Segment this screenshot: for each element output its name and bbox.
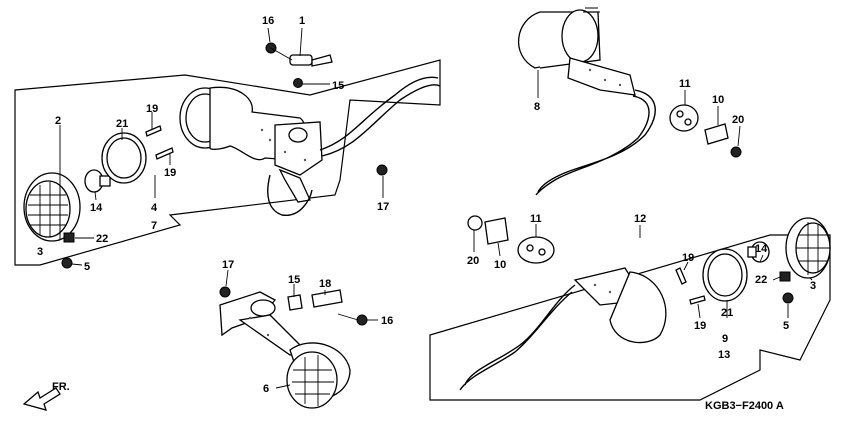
bottom-center-screw-16 bbox=[337, 313, 368, 326]
callout-5-right: 5 bbox=[783, 320, 789, 332]
bottom-center-lens bbox=[286, 342, 351, 409]
callout-20-bottom: 20 bbox=[467, 255, 479, 267]
callout-1: 1 bbox=[299, 15, 305, 27]
callout-18: 18 bbox=[319, 278, 331, 290]
callout-16-bottom: 16 bbox=[381, 315, 393, 327]
bottom-right-nut-20 bbox=[467, 215, 483, 231]
left-collar bbox=[293, 78, 303, 88]
callout-21-right: 21 bbox=[721, 307, 733, 319]
bottom-center-bracket bbox=[219, 291, 307, 356]
left-lens-gasket bbox=[101, 132, 147, 184]
callout-22-left: 22 bbox=[96, 233, 108, 245]
callout-13: 13 bbox=[718, 349, 730, 361]
bottom-right-screw-5 bbox=[782, 292, 794, 304]
callout-11-bottom: 11 bbox=[530, 213, 542, 225]
callout-6: 6 bbox=[263, 383, 269, 395]
callout-10-bottom: 10 bbox=[494, 259, 506, 271]
callout-22-right: 22 bbox=[755, 274, 767, 286]
callout-21-left: 21 bbox=[116, 118, 128, 130]
leader-lines bbox=[59, 27, 813, 389]
callout-7: 7 bbox=[151, 220, 157, 232]
bottom-right-nut-22 bbox=[779, 271, 791, 282]
left-assembly-frame bbox=[14, 59, 441, 266]
callout-12: 12 bbox=[634, 213, 646, 225]
callout-17-bottom: 17 bbox=[222, 259, 234, 271]
top-right-signal-body bbox=[518, 7, 636, 96]
left-lens bbox=[23, 172, 81, 242]
top-right-grommet-11 bbox=[669, 104, 699, 132]
callout-5-left: 5 bbox=[84, 261, 90, 273]
callout-16-top: 16 bbox=[262, 15, 274, 27]
callout-11-top: 11 bbox=[679, 78, 691, 90]
callout-4: 4 bbox=[151, 202, 158, 214]
front-direction-arrow: FR. bbox=[22, 381, 70, 411]
bottom-center-grommet-17 bbox=[219, 286, 231, 298]
callout-2: 2 bbox=[55, 115, 61, 127]
callout-19-left-a: 19 bbox=[146, 103, 158, 115]
bottom-center-collar-15 bbox=[287, 294, 303, 311]
left-screw-19a bbox=[145, 125, 162, 137]
bottom-right-screw-19b bbox=[689, 295, 706, 305]
callout-9: 9 bbox=[722, 333, 728, 345]
left-housing bbox=[179, 86, 323, 203]
left-screw-19b bbox=[155, 147, 174, 160]
bottom-right-screw-19a bbox=[675, 267, 687, 285]
callout-8: 8 bbox=[534, 101, 540, 113]
bottom-right-lens bbox=[785, 217, 831, 279]
front-direction-label: FR. bbox=[52, 381, 70, 393]
left-wires bbox=[267, 76, 441, 216]
bottom-right-signal-body bbox=[573, 267, 667, 344]
callout-10-top: 10 bbox=[712, 94, 724, 106]
bottom-right-collar-10 bbox=[484, 217, 509, 245]
left-grommet-17 bbox=[376, 164, 388, 176]
left-nut-22 bbox=[63, 232, 75, 243]
left-mount-screw bbox=[265, 42, 333, 67]
callout-15-top: 15 bbox=[332, 80, 344, 92]
callout-19-left-b: 19 bbox=[164, 167, 176, 179]
callout-19-right-b: 19 bbox=[694, 320, 706, 332]
diagram-code: KGB3−F2400 A bbox=[705, 400, 784, 412]
callout-20-top: 20 bbox=[732, 114, 744, 126]
callout-15-bottom: 15 bbox=[288, 274, 300, 286]
callout-19-right-a: 19 bbox=[682, 252, 694, 264]
callout-14-right: 14 bbox=[755, 243, 768, 255]
bottom-right-grommet-11 bbox=[517, 236, 555, 264]
callout-17-left: 17 bbox=[377, 201, 389, 213]
callout-3-left: 3 bbox=[37, 246, 43, 258]
top-right-nut-20 bbox=[730, 146, 742, 158]
top-right-collar-10 bbox=[704, 123, 729, 145]
callout-3-right: 3 bbox=[810, 280, 816, 292]
left-bulb bbox=[84, 169, 111, 193]
callout-14-left: 14 bbox=[90, 202, 103, 214]
top-right-wires bbox=[535, 89, 656, 196]
left-screw-5 bbox=[61, 257, 73, 269]
bottom-right-wires bbox=[459, 284, 576, 391]
bottom-right-gasket-21 bbox=[702, 248, 748, 302]
bottom-center-plate-18 bbox=[311, 289, 343, 308]
